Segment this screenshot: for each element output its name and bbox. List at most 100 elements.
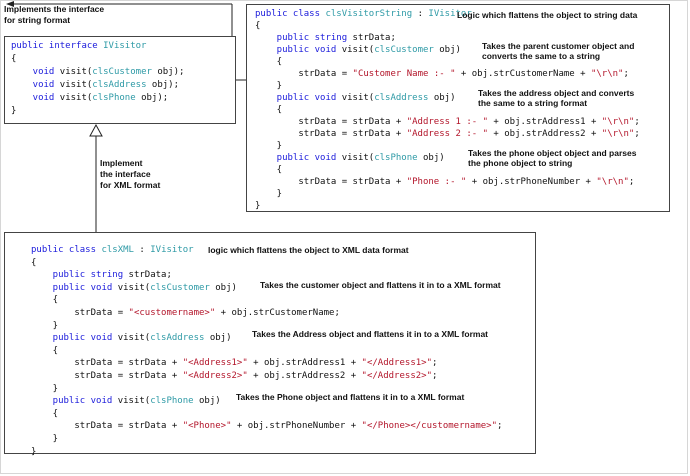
code-token: obj) bbox=[417, 153, 445, 163]
code-token: obj) bbox=[204, 333, 232, 344]
code-token: } bbox=[11, 106, 17, 116]
interface-box: public interface IVisitor{ void visit(cl… bbox=[4, 36, 236, 124]
code-token: ; bbox=[628, 177, 635, 187]
code-token: } bbox=[255, 201, 261, 211]
code-token: visit( bbox=[59, 93, 93, 103]
code-token: strData = strData + bbox=[255, 177, 407, 187]
code-token: clsVisitorString bbox=[325, 9, 413, 19]
string-visitor-box: public class clsVisitorString : IVisitor… bbox=[246, 4, 670, 212]
code-token: strData = strData + bbox=[255, 117, 407, 127]
code-token: strData; bbox=[128, 270, 172, 281]
code-token: ; bbox=[497, 421, 503, 432]
code-line: strData = strData + "Address 2 :- " + ob… bbox=[255, 129, 640, 140]
code-token: strData = bbox=[255, 69, 353, 79]
note-xml-logic: logic which flattens the object to XML d… bbox=[208, 245, 409, 255]
code-token: clsPhone bbox=[92, 93, 136, 103]
code-token: clsXML bbox=[101, 245, 134, 255]
code-token: "<Address2>" bbox=[182, 371, 248, 381]
code-line: strData = "<customername>" + obj.strCust… bbox=[31, 308, 340, 319]
code-token: public void bbox=[255, 93, 342, 103]
code-token: IVisitor bbox=[103, 41, 147, 51]
code-token: public class bbox=[255, 9, 326, 19]
code-line: } bbox=[11, 106, 16, 117]
code-token: ; bbox=[634, 129, 640, 139]
code-token: strData = strData + bbox=[255, 129, 407, 139]
code-token: "\r\n" bbox=[601, 129, 635, 139]
code-token: "Phone :- " bbox=[406, 177, 467, 187]
code-line: public void visit(clsPhone obj) bbox=[255, 153, 445, 164]
code-token: public class bbox=[31, 245, 102, 255]
code-line: public class clsVisitorString : IVisitor bbox=[255, 9, 472, 20]
code-line: { bbox=[255, 165, 282, 176]
note-xml-address: Takes the Address object and flattens it… bbox=[252, 329, 488, 339]
code-token: clsAddress bbox=[150, 333, 205, 344]
code-token: strData = strData + bbox=[31, 421, 183, 432]
code-token: { bbox=[255, 21, 261, 31]
code-token: visit( bbox=[341, 45, 375, 55]
code-token: public void bbox=[255, 153, 342, 163]
code-line: } bbox=[31, 384, 58, 395]
code-token: { bbox=[31, 408, 59, 419]
code-token: visit( bbox=[59, 80, 93, 90]
code-token: visit( bbox=[59, 67, 93, 77]
code-token: "</Phone></customername>" bbox=[361, 421, 498, 432]
code-token: { bbox=[31, 345, 59, 356]
code-token: IVisitor bbox=[150, 245, 194, 255]
code-token: "<Address1>" bbox=[182, 358, 248, 369]
code-token: visit( bbox=[341, 93, 375, 103]
code-token: ; bbox=[432, 358, 438, 369]
code-line: public void visit(clsAddress obj) bbox=[31, 333, 232, 344]
code-token: strData = strData + bbox=[31, 358, 183, 369]
code-token: public void bbox=[31, 333, 118, 344]
code-token: visit( bbox=[117, 396, 151, 407]
code-token: { bbox=[31, 295, 59, 306]
code-token: strData; bbox=[352, 33, 396, 43]
code-line: { bbox=[255, 21, 260, 32]
code-token: void bbox=[11, 93, 60, 103]
code-line: } bbox=[255, 81, 282, 92]
code-line: } bbox=[255, 141, 282, 152]
code-token: + obj.strCustomerName; bbox=[215, 308, 340, 318]
code-token: + obj.strPhoneNumber + bbox=[231, 421, 362, 432]
note-implements-xml: Implement the interface for XML format bbox=[100, 158, 161, 190]
arrowhead-icon bbox=[6, 1, 14, 7]
code-token: } bbox=[31, 320, 59, 331]
note-implements-string: Implements the interface for string form… bbox=[4, 4, 105, 25]
note-string-logic: Logic which flattens the object to strin… bbox=[457, 10, 638, 20]
code-line: } bbox=[31, 321, 58, 332]
code-token: { bbox=[255, 105, 283, 115]
code-token: { bbox=[255, 57, 283, 67]
code-token: "</Address2>" bbox=[361, 371, 432, 381]
code-token: clsCustomer bbox=[374, 45, 434, 55]
code-line: strData = "Customer Name :- " + obj.strC… bbox=[255, 69, 629, 80]
code-token: "\r\n" bbox=[590, 69, 624, 79]
code-token: "Address 2 :- " bbox=[406, 129, 488, 139]
code-token: + obj.strPhoneNumber + bbox=[466, 177, 597, 187]
code-token: obj); bbox=[151, 67, 185, 77]
code-token: "\r\n" bbox=[596, 177, 629, 187]
code-line: strData = strData + "<Address2>" + obj.s… bbox=[31, 371, 437, 382]
code-token: IVisitor bbox=[428, 9, 472, 19]
code-token: clsAddress bbox=[374, 93, 429, 103]
code-line: { bbox=[31, 258, 36, 269]
code-token: "</Address1>" bbox=[361, 358, 432, 369]
code-token: "<Phone>" bbox=[182, 421, 232, 432]
code-token: { bbox=[255, 165, 283, 175]
code-token: ; bbox=[623, 69, 629, 79]
code-token: } bbox=[255, 189, 283, 199]
code-line: } bbox=[255, 189, 282, 200]
code-line: { bbox=[255, 57, 282, 68]
code-token: clsPhone bbox=[150, 396, 194, 407]
code-token: obj) bbox=[433, 45, 461, 55]
code-token: visit( bbox=[341, 153, 375, 163]
code-token: visit( bbox=[117, 282, 151, 293]
code-token: obj) bbox=[209, 282, 237, 293]
code-line: { bbox=[11, 54, 16, 65]
code-token: clsAddress bbox=[92, 80, 147, 90]
code-line: { bbox=[31, 409, 58, 420]
code-token: + obj.strAddress2 + bbox=[488, 129, 602, 139]
code-line: } bbox=[31, 447, 36, 458]
code-token: clsCustomer bbox=[150, 282, 210, 293]
